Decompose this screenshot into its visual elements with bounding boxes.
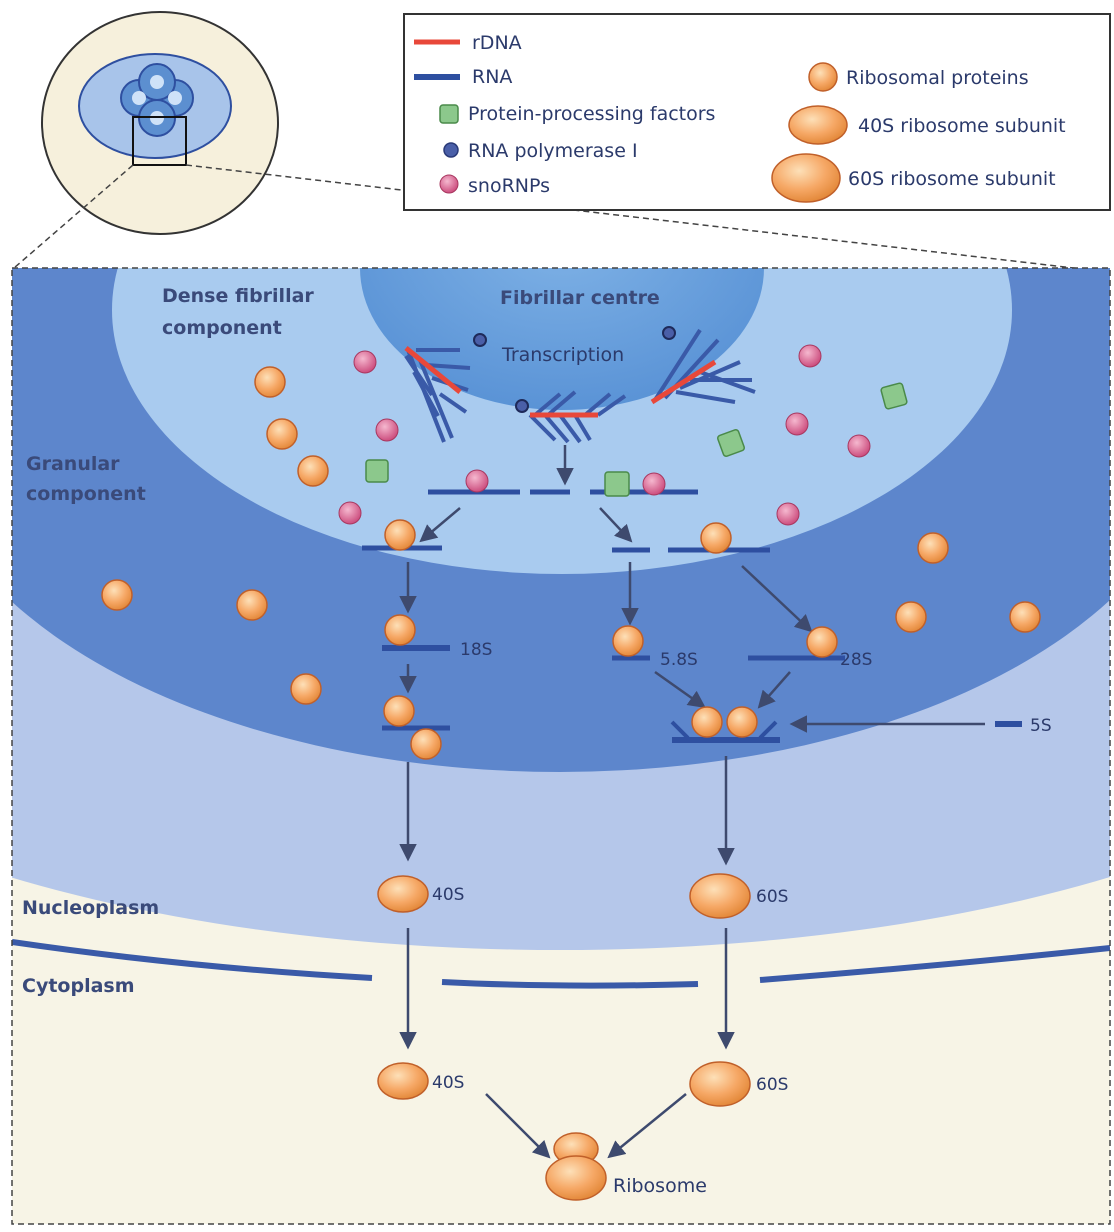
- label-nuc-60s: 60S: [756, 887, 788, 907]
- snornp-legend-swatch: [440, 175, 458, 193]
- label-fibrillar-centre: Fibrillar centre: [500, 287, 660, 309]
- label-18s: 18S: [460, 640, 492, 660]
- ribosomal-protein-legend-swatch: [809, 63, 837, 91]
- label-transcription: Transcription: [501, 344, 624, 366]
- label-granular-1: Granular: [26, 453, 120, 475]
- label-cytoplasm: Cytoplasm: [22, 975, 135, 997]
- nuclear-envelope-2: [442, 982, 698, 986]
- subunit-40s-legend-swatch: [789, 106, 847, 144]
- legend-snornps: snoRNPs: [468, 175, 550, 197]
- legend-ribosomal-proteins: Ribosomal proteins: [846, 67, 1029, 89]
- legend-40s: 40S ribosome subunit: [858, 115, 1066, 137]
- subunit-60s-legend-swatch: [772, 154, 840, 202]
- label-nucleoplasm: Nucleoplasm: [22, 897, 159, 919]
- legend-60s: 60S ribosome subunit: [848, 168, 1056, 190]
- legend-rna: RNA: [472, 66, 512, 88]
- label-dense-fibrillar-2: component: [162, 317, 282, 339]
- label-granular-2: component: [26, 483, 146, 505]
- legend-rdna: rDNA: [472, 32, 522, 54]
- label-5-8s: 5.8S: [660, 650, 698, 670]
- label-dense-fibrillar-1: Dense fibrillar: [162, 285, 314, 307]
- label-nuc-40s: 40S: [432, 885, 464, 905]
- label-ribosome: Ribosome: [613, 1175, 707, 1197]
- legend: rDNA RNA Protein-processing factors RNA …: [404, 14, 1110, 210]
- pol1-legend-swatch: [444, 143, 458, 157]
- legend-pol1: RNA polymerase I: [468, 140, 638, 162]
- legend-protein-processing: Protein-processing factors: [468, 103, 715, 125]
- label-28s: 28S: [840, 650, 872, 670]
- cell-overview-icon: [42, 12, 278, 234]
- label-5s: 5S: [1030, 716, 1052, 736]
- label-cyto-40s: 40S: [432, 1073, 464, 1093]
- processing-factor-legend-swatch: [440, 105, 458, 123]
- label-cyto-60s: 60S: [756, 1075, 788, 1095]
